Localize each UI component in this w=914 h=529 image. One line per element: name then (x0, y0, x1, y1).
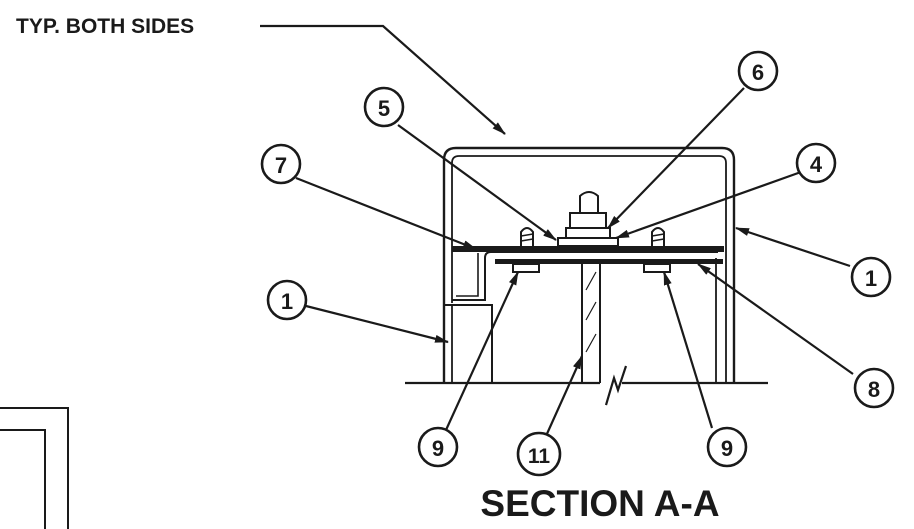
part-11-rod (581, 264, 601, 383)
part-6-nut-assembly (557, 191, 619, 247)
callout-8: 8 (853, 367, 895, 409)
part-1-channel (442, 146, 736, 383)
callout-8-label: 8 (868, 377, 880, 402)
callout-4: 4 (795, 142, 837, 184)
callout-11: 11 (516, 431, 562, 477)
section-title: SECTION A-A (480, 483, 719, 524)
callout-1-left-label: 1 (281, 289, 293, 314)
callout-7: 7 (260, 143, 302, 185)
callout-5-label: 5 (378, 96, 390, 121)
part-7-plate (452, 246, 724, 301)
callout-4-label: 4 (810, 152, 823, 177)
screw-right (643, 227, 671, 273)
note-typ-both-sides: TYP. BOTH SIDES (16, 15, 194, 38)
callout-5: 5 (363, 86, 405, 128)
callout-7-label: 7 (275, 153, 287, 178)
callout-9-left: 9 (417, 426, 459, 468)
callout-9-right-label: 9 (721, 436, 733, 461)
callout-6-label: 6 (752, 60, 764, 85)
callout-1-left: 1 (266, 279, 308, 321)
callout-1-right-label: 1 (865, 266, 877, 291)
adjacent-frame (0, 407, 69, 529)
callout-9-right: 9 (706, 426, 748, 468)
callout-9-left-label: 9 (432, 436, 444, 461)
plate-top (452, 246, 724, 252)
base-line (405, 365, 768, 406)
callout-11-label: 11 (528, 445, 551, 468)
callout-6: 6 (737, 50, 779, 92)
screw-left (512, 227, 540, 273)
leaders (295, 87, 854, 437)
note-leader (260, 24, 506, 135)
callout-1-right: 1 (850, 256, 892, 298)
part-8-bar (495, 259, 723, 264)
